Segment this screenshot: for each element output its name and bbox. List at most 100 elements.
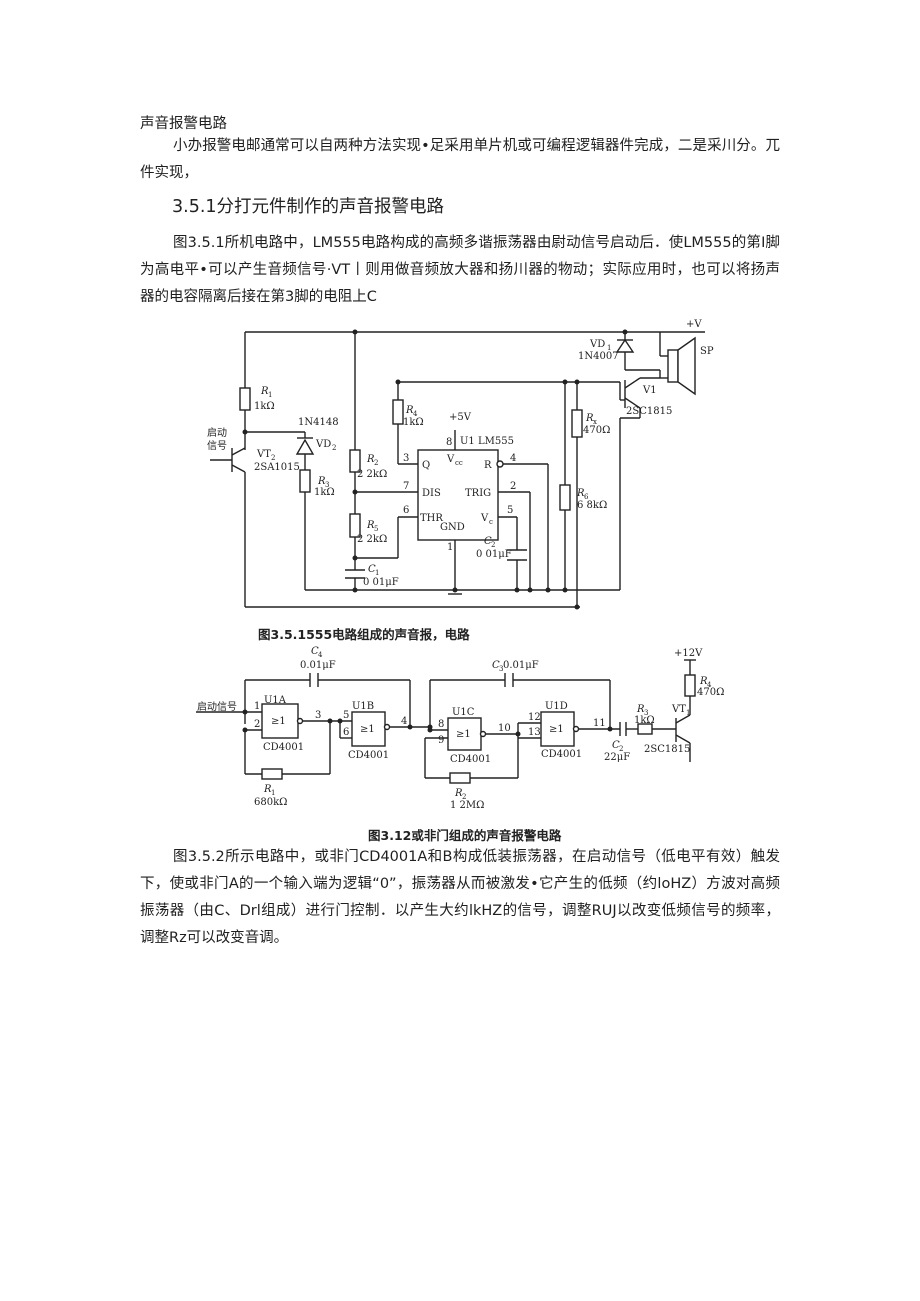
label-r2: R	[454, 788, 463, 799]
label-pin-9: 9	[438, 735, 444, 746]
label-u1b-symbol: ≥1	[360, 724, 375, 735]
label-pin-r: R	[484, 460, 492, 471]
label-plus-v: +V	[686, 319, 702, 330]
label-vt1: VT	[671, 704, 686, 715]
label-vt1-part: 2SC1815	[644, 744, 690, 755]
label-c2-value: 22μF	[604, 752, 630, 763]
label-u1a-part: CD4001	[263, 742, 304, 753]
intro-paragraph: 小办报警电邮通常可以自两种方法实现•足采用单片机或可编程逻辑器件完成，二是采川分…	[140, 138, 780, 181]
label-pin-1: 1	[254, 701, 260, 712]
paragraph-1: 图3.5.1所机电路中，LM555电路构成的高频多谐振荡器由尉动信号启动后．使L…	[140, 235, 780, 305]
label-u1: U1 LM555	[460, 436, 514, 447]
label-pin-3: 3	[403, 453, 409, 464]
label-v1-part: 2SC1815	[626, 406, 672, 417]
label-c1-value: 0 01μF	[363, 577, 399, 588]
label-vt2: VT	[256, 449, 271, 460]
label-r1-sub: 1	[271, 789, 275, 797]
label-u1b-part: CD4001	[348, 750, 389, 761]
label-vd1-part: 1N4007	[578, 351, 619, 362]
label-u1b: U1B	[352, 701, 374, 712]
label-plus-12v: +12V	[674, 648, 703, 659]
label-pin-vc: V	[480, 513, 489, 524]
label-start-1: 启动	[207, 426, 227, 439]
label-c1-sub: 1	[375, 569, 379, 577]
label-u1a-symbol: ≥1	[271, 716, 286, 727]
label-c4: C	[311, 646, 319, 657]
label-r6: R	[576, 488, 585, 499]
label-pin-thr: THR	[420, 513, 443, 524]
label-vd2: VD	[315, 439, 331, 450]
label-r2: R	[366, 454, 375, 465]
label-speaker: SP	[700, 346, 714, 357]
label-vt1-sub: 1	[686, 709, 690, 717]
label-pin-6: 6	[343, 727, 349, 738]
label-pin-13: 13	[528, 727, 541, 738]
label-c3: C	[492, 660, 500, 671]
label-pin-12: 12	[528, 712, 541, 723]
label-r1-value: 1kΩ	[254, 401, 275, 412]
label-r4-sub: 4	[707, 681, 712, 689]
label-pin-2: 2	[510, 481, 516, 492]
label-r1: R	[263, 784, 272, 795]
label-r3: R	[317, 476, 326, 487]
label-pin-6: 6	[403, 505, 409, 516]
label-u1a: U1A	[264, 695, 287, 706]
label-v1: V1	[642, 385, 657, 396]
label-rx: R	[585, 413, 594, 424]
label-pin-dis: DIS	[422, 488, 441, 499]
label-r4: R	[405, 405, 414, 416]
label-pin-3: 3	[315, 710, 321, 721]
label-pin-11: 11	[593, 718, 606, 729]
label-u1c: U1C	[452, 707, 475, 718]
label-pin-5: 5	[343, 710, 349, 721]
label-c2-sub: 2	[491, 541, 495, 549]
label-pin-8: 8	[446, 437, 452, 448]
label-vt2-sub: 2	[271, 454, 275, 462]
label-pin-4: 4	[401, 716, 407, 727]
label-r2-value: 2 2kΩ	[357, 469, 387, 480]
section-title: 声音报警电路	[140, 116, 227, 132]
label-r3-value: 1kΩ	[634, 715, 655, 726]
label-r6-sub: 6	[584, 493, 589, 501]
label-u1d-part: CD4001	[541, 749, 582, 760]
label-start-signal: 启动信号	[197, 700, 237, 713]
label-r2-value: 1 2MΩ	[450, 800, 484, 811]
label-vcc: V	[446, 454, 455, 465]
label-c1: C	[368, 564, 376, 575]
label-pin-4: 4	[510, 453, 516, 464]
label-r4-value: 1kΩ	[403, 417, 424, 428]
label-vt2-part: 2SA1015	[254, 462, 300, 473]
label-r3-value: 1kΩ	[314, 487, 335, 498]
label-u1c-symbol: ≥1	[456, 729, 471, 740]
section-heading: 3.5.1分打元件制作的声音报警电路	[172, 197, 445, 217]
label-vd1-sub: 1	[607, 344, 611, 352]
label-u1d: U1D	[545, 701, 568, 712]
figure-2-caption: 图3.12或非门组成的声音报警电路	[368, 828, 562, 843]
label-r5-value: 2 2kΩ	[357, 534, 387, 545]
label-r3-sub: 3	[325, 481, 329, 489]
label-c2: C	[612, 740, 620, 751]
label-rx-sub: x	[593, 418, 597, 426]
label-vd1: VD	[589, 339, 605, 350]
label-r5: R	[366, 520, 375, 531]
label-r1: R	[260, 386, 269, 397]
label-r5-sub: 5	[374, 525, 378, 533]
label-start-2: 信号	[207, 440, 227, 452]
label-r4-value: 470Ω	[697, 687, 724, 698]
label-r4: R	[699, 676, 708, 687]
label-r1-value: 680kΩ	[254, 797, 287, 808]
label-pin-gnd: GND	[440, 522, 465, 533]
label-c2-value: 0 01μF	[476, 549, 512, 560]
label-u1c-part: CD4001	[450, 754, 491, 765]
label-c3-value: 0.01μF	[503, 660, 539, 671]
label-rx-value: 470Ω	[583, 425, 610, 436]
label-r1-sub: 1	[268, 391, 272, 399]
label-r4-sub: 4	[413, 410, 418, 418]
label-plus-5v: +5V	[449, 412, 472, 423]
figure-1-caption: 图3.5.1555电路组成的声音报，电路	[258, 627, 470, 642]
label-pin-10: 10	[498, 723, 511, 734]
label-r6-value: 6 8kΩ	[577, 500, 607, 511]
label-pin-q: Q	[422, 460, 430, 471]
